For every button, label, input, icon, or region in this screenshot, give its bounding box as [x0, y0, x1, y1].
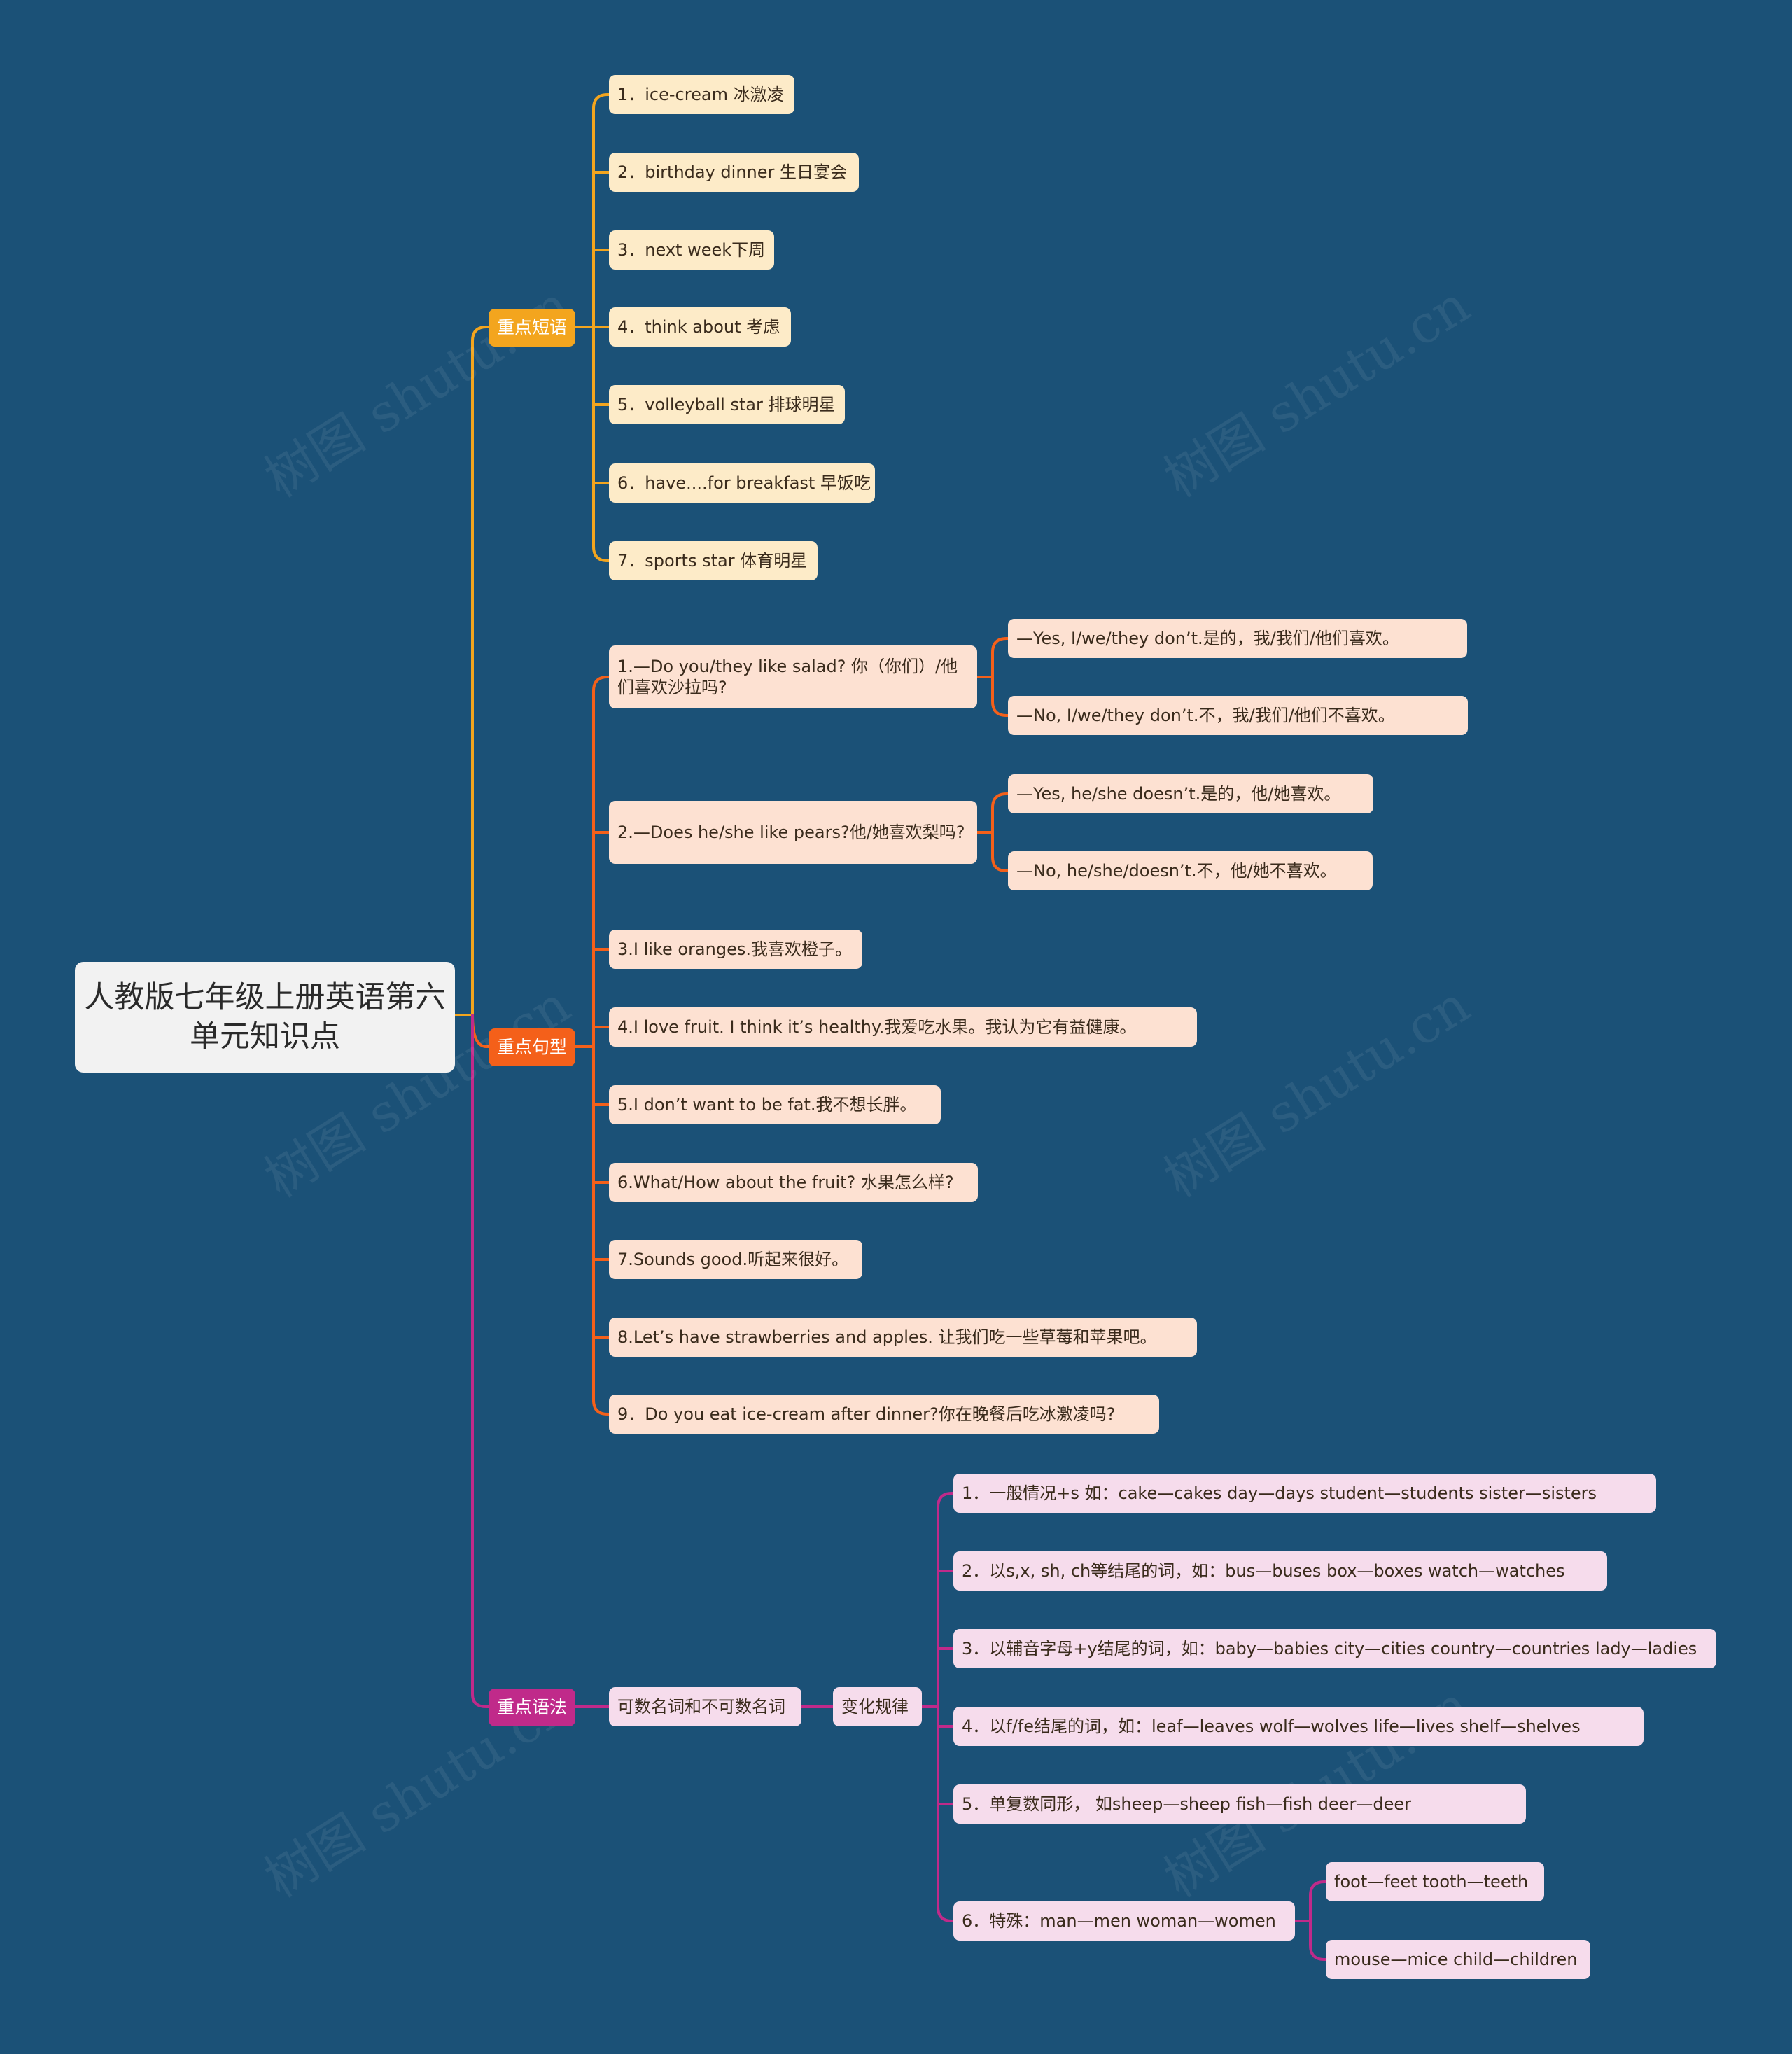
phrase-item[interactable]: 1．ice-cream 冰激凌: [609, 75, 794, 114]
rule-item[interactable]: 5．单复数同形， 如sheep—sheep fish—fish deer—dee…: [953, 1784, 1526, 1824]
phrase-item[interactable]: 5．volleyball star 排球明星: [609, 385, 845, 424]
sentence-item[interactable]: 6.What/How about the fruit? 水果怎么样?: [609, 1163, 978, 1202]
phrase-item[interactable]: 4．think about 考虑: [609, 307, 791, 347]
answer-item[interactable]: —No, I/we/they don’t.不，我/我们/他们不喜欢。: [1008, 696, 1468, 735]
sentence-item[interactable]: 3.I like oranges.我喜欢橙子。: [609, 930, 862, 969]
sentence-item[interactable]: 9．Do you eat ice-cream after dinner?你在晚餐…: [609, 1395, 1159, 1434]
rule-item[interactable]: 6．特殊：man—men woman—women: [953, 1901, 1295, 1941]
rule-item[interactable]: 3．以辅音字母+y结尾的词，如：baby—babies city—cities …: [953, 1629, 1716, 1668]
phrase-item[interactable]: 6．have....for breakfast 早饭吃: [609, 463, 875, 503]
answer-item[interactable]: —No, he/she/doesn’t.不，他/她不喜欢。: [1008, 851, 1373, 890]
special-item[interactable]: foot—feet tooth—teeth: [1326, 1862, 1544, 1901]
phrase-item[interactable]: 2．birthday dinner 生日宴会: [609, 153, 859, 192]
special-item[interactable]: mouse—mice child—children: [1326, 1940, 1590, 1979]
grammar-sub[interactable]: 可数名词和不可数名词: [609, 1687, 802, 1726]
rule-item[interactable]: 2．以s,x, sh, ch等结尾的词，如：bus—buses box—boxe…: [953, 1551, 1607, 1591]
branch-phrases[interactable]: 重点短语: [489, 309, 575, 347]
branch-grammar[interactable]: 重点语法: [489, 1689, 575, 1726]
grammar-rule[interactable]: 变化规律: [833, 1687, 922, 1726]
sentence-item[interactable]: 4.I love fruit. I think it’s healthy.我爱吃…: [609, 1007, 1197, 1047]
root-node[interactable]: 人教版七年级上册英语第六单元知识点: [75, 962, 455, 1073]
sentence-item[interactable]: 2.—Does he/she like pears?他/她喜欢梨吗?: [609, 801, 977, 864]
sentence-item[interactable]: 8.Let’s have strawberries and apples. 让我…: [609, 1318, 1197, 1357]
phrase-item[interactable]: 3．next week下周: [609, 230, 774, 270]
sentence-item[interactable]: 1.—Do you/they like salad? 你（你们）/他们喜欢沙拉吗…: [609, 645, 977, 708]
rule-item[interactable]: 1．一般情况+s 如：cake—cakes day—days student—s…: [953, 1474, 1656, 1513]
sentence-item[interactable]: 5.I don’t want to be fat.我不想长胖。: [609, 1085, 941, 1124]
phrase-item[interactable]: 7．sports star 体育明星: [609, 541, 818, 580]
rule-item[interactable]: 4．以f/fe结尾的词，如：leaf—leaves wolf—wolves li…: [953, 1707, 1644, 1746]
answer-item[interactable]: —Yes, I/we/they don’t.是的，我/我们/他们喜欢。: [1008, 619, 1467, 658]
answer-item[interactable]: —Yes, he/she doesn’t.是的，他/她喜欢。: [1008, 774, 1373, 813]
sentence-item[interactable]: 7.Sounds good.听起来很好。: [609, 1240, 862, 1279]
branch-sentences[interactable]: 重点句型: [489, 1028, 575, 1066]
